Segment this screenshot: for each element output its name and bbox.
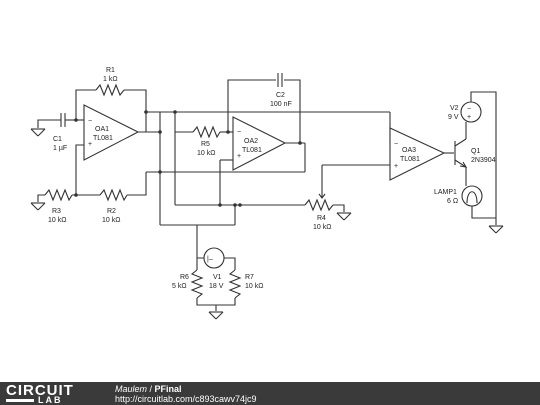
path-separator: /: [147, 384, 155, 394]
r5-value: 10 kΩ: [197, 150, 215, 157]
schematic: − + OA1 TL081 R1 1 kΩ C1 1 µF R3 10 kΩ: [30, 67, 504, 320]
c1-value: 1 µF: [53, 145, 67, 152]
r3-value: 10 kΩ: [48, 217, 66, 224]
oa2-minus-sign: −: [237, 129, 241, 136]
oa1-plus-sign: +: [88, 141, 92, 148]
v1-voltage-source[interactable]: |‒: [203, 247, 225, 269]
oa1-model: TL081: [93, 135, 113, 142]
c2-value: 100 nF: [270, 101, 292, 108]
c1-capacitor[interactable]: [60, 113, 66, 127]
oa3-label: OA3: [402, 147, 416, 154]
r5-label: R5: [201, 141, 210, 148]
oa2-label: OA2: [244, 138, 258, 145]
project-url[interactable]: http://circuitlab.com/c893cawv74jc9: [115, 394, 257, 404]
v2-label: V2: [450, 105, 459, 112]
q1-label: Q1: [471, 148, 480, 155]
v2-plus-sign: +: [467, 114, 471, 121]
ground-v2-icon: [488, 225, 504, 234]
r7-label: R7: [245, 274, 254, 281]
oa3-minus-sign: −: [394, 141, 398, 148]
oa2-plus-sign: +: [237, 153, 241, 160]
r2-label: R2: [107, 208, 116, 215]
r6-resistor[interactable]: [190, 269, 204, 299]
lamp1-lamp[interactable]: [461, 185, 483, 207]
r7-resistor[interactable]: [228, 269, 242, 299]
r3-resistor[interactable]: [44, 188, 73, 202]
r6-value: 5 kΩ: [172, 283, 187, 290]
c2-capacitor[interactable]: [277, 73, 283, 87]
ground-r3-icon: [30, 202, 46, 211]
v1-label: V1: [213, 274, 222, 281]
r1-resistor[interactable]: [95, 83, 125, 97]
author-name[interactable]: Maulem: [115, 384, 148, 394]
r1-label: R1: [106, 67, 115, 74]
v1-value: 18 V: [209, 283, 224, 290]
r3-label: R3: [52, 208, 61, 215]
oa3-model: TL081: [400, 156, 420, 163]
oa3-plus-sign: +: [394, 163, 398, 170]
r1-value: 1 kΩ: [103, 76, 118, 83]
r4-value: 10 kΩ: [313, 224, 331, 231]
project-meta: Maulem / PFinal http://circuitlab.com/c8…: [115, 384, 257, 404]
q1-transistor[interactable]: [454, 138, 468, 168]
circuitlab-logo-lab: LAB: [38, 395, 63, 405]
footer: CIRCUIT LAB Maulem / PFinal http://circu…: [0, 382, 540, 405]
v1-symbol: |‒: [207, 256, 213, 263]
oa1-opamp[interactable]: − + OA1 TL081: [83, 104, 140, 161]
r2-resistor[interactable]: [99, 188, 128, 202]
c1-label: C1: [53, 136, 62, 143]
oa2-opamp[interactable]: − + OA2 TL081: [232, 116, 287, 171]
r2-value: 10 kΩ: [102, 217, 120, 224]
circuitlab-logo: CIRCUIT: [6, 382, 74, 399]
q1-model: 2N3904: [471, 157, 496, 164]
v2-voltage-source[interactable]: − +: [460, 101, 482, 123]
oa1-label: OA1: [95, 126, 109, 133]
c2-label: C2: [276, 92, 285, 99]
r4-label: R4: [317, 215, 326, 222]
lamp1-value: 6 Ω: [447, 198, 458, 205]
v2-value: 9 V: [448, 114, 459, 121]
lamp1-label: LAMP1: [434, 189, 457, 196]
r5-resistor[interactable]: [192, 125, 221, 139]
r7-value: 10 kΩ: [245, 283, 263, 290]
oa3-opamp[interactable]: − + OA3 TL081: [389, 127, 446, 181]
v2-minus-sign: −: [467, 106, 471, 113]
oa2-model: TL081: [242, 147, 262, 154]
ground-v1-icon: [208, 311, 224, 320]
project-name[interactable]: PFinal: [154, 384, 182, 394]
logo-bar: [6, 399, 34, 402]
r4-potentiometer[interactable]: [304, 172, 334, 212]
ground-r4-icon: [336, 212, 352, 221]
r6-label: R6: [180, 274, 189, 281]
oa1-minus-sign: −: [88, 118, 92, 125]
ground-c1-icon: [30, 128, 46, 137]
